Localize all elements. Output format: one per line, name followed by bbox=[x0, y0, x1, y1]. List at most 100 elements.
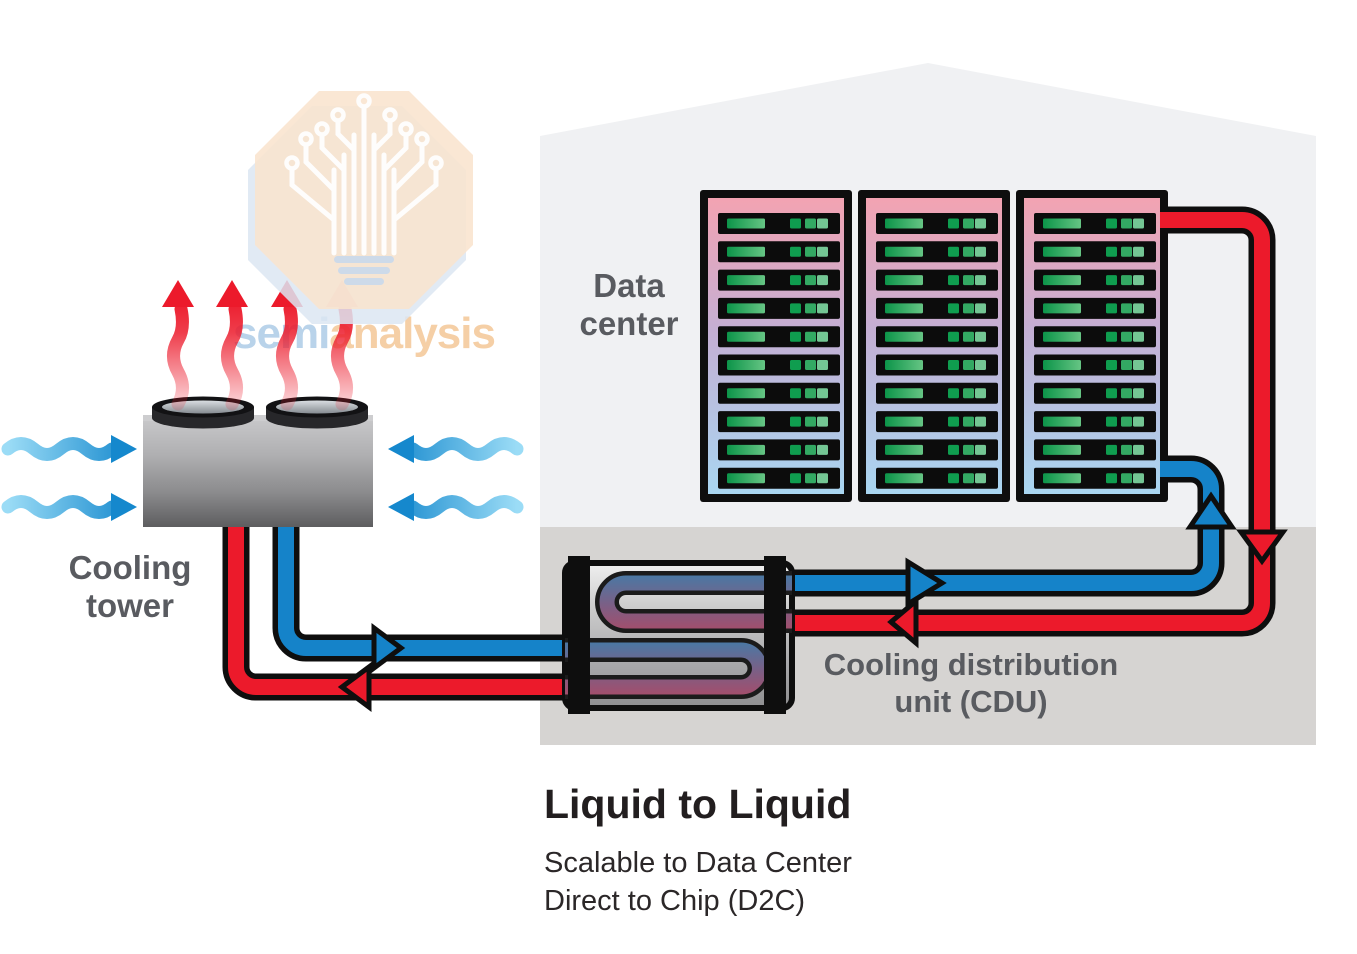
server-led bbox=[975, 388, 986, 399]
heat-arrow-tail bbox=[221, 302, 243, 411]
server-led-bar bbox=[727, 218, 765, 229]
server-chassis bbox=[718, 439, 840, 461]
server-led bbox=[805, 473, 816, 484]
server-chassis bbox=[876, 213, 998, 234]
flow-arrow-hot-left bbox=[887, 595, 919, 649]
caption-title: Liquid to Liquid bbox=[544, 781, 852, 827]
server-row bbox=[1034, 213, 1156, 234]
air-arrow-head bbox=[111, 493, 137, 521]
server-led-bar bbox=[885, 360, 923, 370]
server-led bbox=[1133, 473, 1144, 484]
air-arrow-left bbox=[1, 493, 137, 521]
hot-pipe-facility-loop bbox=[228, 512, 570, 695]
label-cooling-tower-line1: Cooling bbox=[68, 549, 192, 586]
server-led bbox=[817, 444, 828, 455]
server-led-bar bbox=[1043, 303, 1081, 314]
heat-arrow-head bbox=[162, 280, 194, 307]
hot-pipe-datacenter-loop bbox=[790, 212, 1270, 631]
server-led bbox=[1121, 246, 1132, 257]
heat-arrow bbox=[162, 280, 194, 411]
flow-arrow-hot-to-tower bbox=[337, 662, 372, 712]
air-arrow-tail bbox=[1, 437, 119, 461]
server-chassis bbox=[876, 467, 998, 489]
circuit-branch bbox=[319, 133, 347, 173]
air-arrow-head bbox=[111, 435, 137, 463]
cooling-tower-fan bbox=[266, 396, 368, 429]
server-led bbox=[1121, 331, 1132, 342]
server-led bbox=[975, 473, 986, 484]
server-row bbox=[718, 269, 840, 291]
server-chassis bbox=[718, 411, 840, 433]
server-chassis bbox=[876, 354, 998, 376]
server-row bbox=[876, 467, 998, 489]
server-chassis bbox=[1034, 382, 1156, 404]
caption-subtitle: Scalable to Data Center Direct to Chip (… bbox=[544, 844, 852, 920]
facility-loop-pipes bbox=[222, 512, 570, 712]
server-led-bar bbox=[1043, 275, 1081, 286]
caption-subtitle-line1: Scalable to Data Center bbox=[544, 847, 852, 879]
server-row bbox=[876, 269, 998, 291]
server-led bbox=[948, 303, 959, 314]
server-row bbox=[1034, 354, 1156, 376]
server-led bbox=[963, 416, 974, 427]
circuit-node bbox=[356, 93, 372, 109]
server-led bbox=[963, 360, 974, 370]
cooling-tower-body bbox=[143, 415, 373, 527]
circuit-branch bbox=[391, 143, 425, 193]
circuit-node bbox=[428, 155, 444, 171]
server-row bbox=[718, 354, 840, 376]
server-led-bar bbox=[727, 473, 765, 484]
server-led-bar bbox=[885, 473, 923, 484]
server-led bbox=[805, 331, 816, 342]
circuit-tree-icon bbox=[284, 93, 444, 256]
server-led-bar bbox=[1043, 331, 1081, 342]
label-data-center: Data center bbox=[579, 267, 678, 343]
server-led bbox=[948, 246, 959, 257]
server-chassis bbox=[1034, 467, 1156, 489]
circuit-branch bbox=[381, 133, 409, 173]
server-led bbox=[1106, 275, 1117, 286]
circuit-branch bbox=[289, 167, 337, 223]
server-row bbox=[1034, 411, 1156, 433]
caption-subtitle-line2: Direct to Chip (D2C) bbox=[544, 885, 806, 917]
circuit-node bbox=[314, 121, 330, 137]
server-row bbox=[718, 326, 840, 348]
server-row bbox=[876, 354, 998, 376]
server-led bbox=[1133, 303, 1144, 314]
server-led bbox=[790, 360, 801, 370]
label-cdu-line2: unit (CDU) bbox=[894, 684, 1048, 719]
server-led bbox=[963, 473, 974, 484]
circuit-branch bbox=[335, 119, 357, 153]
server-row bbox=[1034, 269, 1156, 291]
server-led bbox=[817, 416, 828, 427]
server-led bbox=[817, 473, 828, 484]
server-led bbox=[963, 275, 974, 286]
server-chassis bbox=[1034, 213, 1156, 234]
server-chassis bbox=[876, 269, 998, 291]
server-row bbox=[718, 411, 840, 433]
server-led bbox=[963, 218, 974, 229]
server-chassis bbox=[1034, 269, 1156, 291]
server-led-bar bbox=[885, 331, 923, 342]
server-led-bar bbox=[1043, 246, 1081, 257]
server-led bbox=[1106, 473, 1117, 484]
server-chassis bbox=[718, 354, 840, 376]
server-led-bar bbox=[885, 444, 923, 455]
circuit-node bbox=[298, 131, 314, 147]
server-chassis bbox=[876, 241, 998, 263]
server-led bbox=[1106, 246, 1117, 257]
server-led bbox=[975, 360, 986, 370]
server-led bbox=[805, 218, 816, 229]
server-led bbox=[790, 246, 801, 257]
server-led-bar bbox=[727, 388, 765, 399]
server-chassis bbox=[718, 382, 840, 404]
server-led bbox=[1121, 473, 1132, 484]
server-led bbox=[790, 275, 801, 286]
label-cdu-line1: Cooling distribution bbox=[823, 647, 1119, 682]
server-row bbox=[876, 297, 998, 319]
server-row bbox=[1034, 326, 1156, 348]
server-led bbox=[1106, 331, 1117, 342]
server-led-bar bbox=[727, 303, 765, 314]
server-led-bar bbox=[727, 331, 765, 342]
